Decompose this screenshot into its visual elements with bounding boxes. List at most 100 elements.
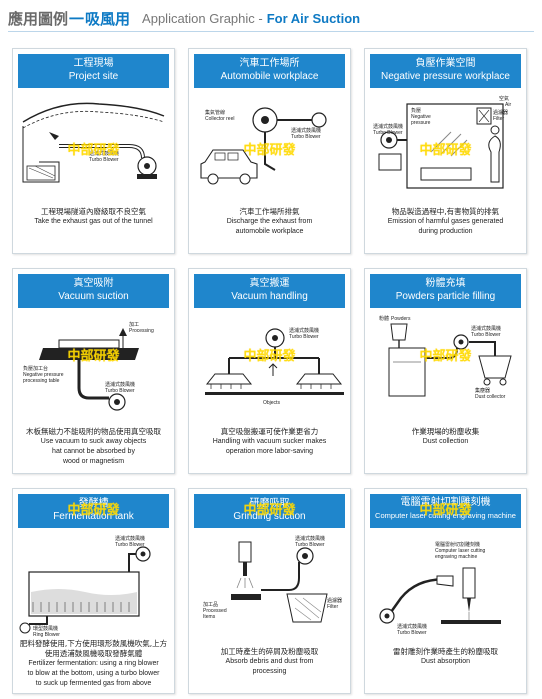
- card-negative-pressure-workplace: 負壓作業空間 Negative pressure workplace 空氣 Ai…: [364, 48, 527, 254]
- automobile-illustration: 集氣管線 Collector reel 透浦式鼓風機 Turbo Blower: [200, 107, 327, 185]
- caption-en-line: Use vacuum to suck away objects: [40, 438, 147, 445]
- header-title-cn: 應用圖例: [8, 9, 69, 28]
- card-title-cn: 研磨吸取: [249, 498, 290, 509]
- card-title: 電腦雷射切割雕刻機 Computer laser cutting engravi…: [370, 494, 521, 528]
- label-laser-en-2: engraving machine: [435, 554, 477, 560]
- label-negative-cn: 負壓: [411, 107, 421, 114]
- label-laser-cn: 電腦雷射切割雕刻機: [435, 541, 480, 548]
- card-title-cn: 工程現場: [73, 58, 114, 69]
- negative-pressure-illustration: 空氣 Air 過濾器 Filter 負壓 Negative pressure 透…: [373, 95, 511, 189]
- laser-cutting-illustration: 電腦雷射切割雕刻機 Computer laser cutting engravi…: [379, 541, 501, 636]
- caption-en-line: during production: [418, 228, 473, 235]
- label-turbo-blower-cn: 透浦式鼓風機: [291, 127, 321, 134]
- caption-en-line: Take the exhaust gas out of the tunnel: [34, 218, 153, 225]
- card-title: 研磨吸取 Grinding suction: [194, 494, 345, 528]
- label-dust-collector-cn: 集塵器: [475, 387, 490, 394]
- label-turbo-blower-cn: 透浦式鼓風機: [289, 327, 319, 334]
- label-objects: Objects: [263, 400, 280, 406]
- card-caption: 雷射雕刻作業時產生的粉塵吸取 Dust absorption: [369, 647, 522, 667]
- label-table-en-2: processing table: [23, 378, 60, 384]
- vacuum-handling-illustration: 透浦式鼓風機 Turbo Blower Objects: [205, 327, 344, 406]
- caption-cn: 雷射雕刻作業時產生的粉塵吸取: [393, 647, 498, 656]
- card-title-en: Powders particle filling: [395, 291, 496, 302]
- card-vacuum-handling: 真空搬運 Vacuum handling 透浦式鼓風機 Turbo Blower…: [188, 268, 351, 474]
- header-title-en: Application Graphic -: [142, 10, 263, 26]
- card-title-cn: 真空吸附: [73, 278, 114, 289]
- card-title-cn: 發酵槽: [78, 498, 109, 509]
- header-subtitle-en: For Air Suction: [266, 10, 361, 26]
- card-title: 汽車工作場所 Automobile workplace: [194, 54, 345, 88]
- caption-en-line: processing: [252, 668, 287, 675]
- card-caption: 工程現場隧道內廢級取不良空氣 Take the exhaust gas out …: [17, 207, 170, 227]
- caption-cn: 工程現場隧道內廢級取不良空氣: [41, 207, 146, 216]
- grinding-suction-illustration: 透浦式鼓風機 Turbo Blower 加工品 Processed Items …: [203, 535, 342, 623]
- caption-en-line: Discharge the exhaust from: [226, 218, 313, 225]
- caption-en-line: Dust collection: [422, 438, 469, 445]
- label-laser-en-1: Computer laser cutting: [435, 548, 486, 554]
- card-laser-cutting: 電腦雷射切割雕刻機 Computer laser cutting engravi…: [364, 488, 527, 694]
- header-divider: [8, 31, 534, 32]
- caption-en-line: Dust absorption: [420, 658, 471, 665]
- card-title-cn: 粉體充填: [425, 278, 466, 289]
- card-caption: 木板無磁力不能吸附的物品使用真空吸取 Use vacuum to suck aw…: [17, 427, 170, 467]
- caption-cn: 肥料發酵使用,下方使用環形鼓風機吹氣,上方使用透浦鼓風機吸取發酵氣體: [19, 639, 168, 658]
- label-collector-cn: 集氣管線: [205, 109, 225, 116]
- label-processing-en: Processing: [129, 328, 154, 334]
- card-title-en: Computer laser cutting engraving machine: [375, 511, 516, 520]
- card-powders-filling: 粉體充填 Powders particle filling 粉體 Powders…: [364, 268, 527, 474]
- label-turbo-blower-en: Turbo Blower: [105, 388, 135, 394]
- card-caption: 真空吸盤搬運可使作業更省力 Handling with vacuum sucke…: [193, 427, 346, 457]
- card-project-site: 工程現場 Project site 透浦式鼓風機 Turbo Blower 中部…: [12, 48, 175, 254]
- card-title-en: Automobile workplace: [220, 71, 319, 82]
- label-pressure-en: pressure: [411, 120, 431, 126]
- card-title-en: Negative pressure workplace: [381, 71, 510, 82]
- label-ring-blower-cn: 環型鼓風機: [33, 625, 58, 632]
- card-title-cn: 真空搬運: [249, 278, 290, 289]
- label-filter-en: Filter: [327, 604, 338, 610]
- caption-en-line: automobile workplace: [235, 228, 304, 235]
- caption-en-line: Handling with vacuum sucker makes: [212, 438, 327, 445]
- label-items-en: Items: [203, 614, 216, 620]
- vacuum-suction-illustration: 加工 Processing 負壓加工台 Negative pressure pr…: [23, 321, 154, 411]
- card-title: 負壓作業空間 Negative pressure workplace: [370, 54, 521, 88]
- caption-cn: 汽車工作場所排氣: [239, 207, 300, 216]
- label-turbo-blower-cn: 透浦式鼓風機: [295, 535, 325, 542]
- card-title-en: Fermentation tank: [53, 511, 134, 522]
- card-caption: 物品製造過程中,有害物質的排氣 Emission of harmful gase…: [369, 207, 522, 237]
- card-title: 粉體充填 Powders particle filling: [370, 274, 521, 308]
- label-collector-en: Collector reel: [205, 116, 234, 122]
- card-vacuum-suction: 真空吸附 Vacuum suction 加工 Processing 負壓加工台 …: [12, 268, 175, 474]
- card-automobile-workplace: 汽車工作場所 Automobile workplace 集氣管線 Collect…: [188, 48, 351, 254]
- caption-cn: 物品製造過程中,有害物質的排氣: [391, 207, 500, 216]
- label-turbo-blower-cn: 透浦式鼓風機: [115, 535, 145, 542]
- caption-cn: 真空吸盤搬運可使作業更省力: [220, 427, 319, 436]
- label-filter-cn: 過濾器: [327, 597, 342, 604]
- card-title-cn: 電腦雷射切割雕刻機: [400, 497, 491, 508]
- label-filter-cn: 過濾器: [493, 109, 508, 116]
- label-processing-cn: 加工: [129, 321, 139, 328]
- label-turbo-blower-en: Turbo Blower: [89, 157, 119, 163]
- label-air-cn: 空氣: [499, 95, 509, 102]
- label-turbo-blower-en: Turbo Blower: [471, 332, 501, 338]
- label-filter-en: Filter: [493, 116, 504, 122]
- caption-en-line: to suck up fermented gas from above: [35, 680, 152, 687]
- label-processed-en: Processed: [203, 608, 227, 614]
- caption-cn: 木板無磁力不能吸附的物品使用真空吸取: [26, 427, 161, 436]
- card-fermentation-tank: 發酵槽 Fermentation tank 透浦式鼓風機 Turbo Blowe…: [12, 488, 175, 694]
- label-powders-en: Powders: [391, 316, 411, 322]
- caption-en-line: Absorb debris and dust from: [225, 658, 314, 665]
- card-title-cn: 汽車工作場所: [239, 58, 300, 69]
- card-caption: 作業現場的粉塵收集 Dust collection: [369, 427, 522, 447]
- label-turbo-blower-en: Turbo Blower: [115, 542, 145, 548]
- page-header: 應用圖例 一 吸風用 Application Graphic - For Air…: [8, 6, 534, 30]
- card-grinding-suction: 研磨吸取 Grinding suction 透浦式鼓風機 Turbo Blowe…: [188, 488, 351, 694]
- label-negative-en: Negative: [411, 114, 431, 120]
- label-air-en: Air: [505, 102, 511, 108]
- label-table-cn: 負壓加工台: [23, 365, 48, 372]
- card-caption: 汽車工作場所排氣 Discharge the exhaust from auto…: [193, 207, 346, 237]
- label-turbo-blower-cn: 透浦式鼓風機: [397, 623, 427, 630]
- card-title: 工程現場 Project site: [18, 54, 169, 88]
- label-table-en-1: Negative pressure: [23, 372, 64, 378]
- caption-en-line: wood or magnetism: [62, 458, 125, 465]
- card-title-en: Vacuum handling: [231, 291, 308, 302]
